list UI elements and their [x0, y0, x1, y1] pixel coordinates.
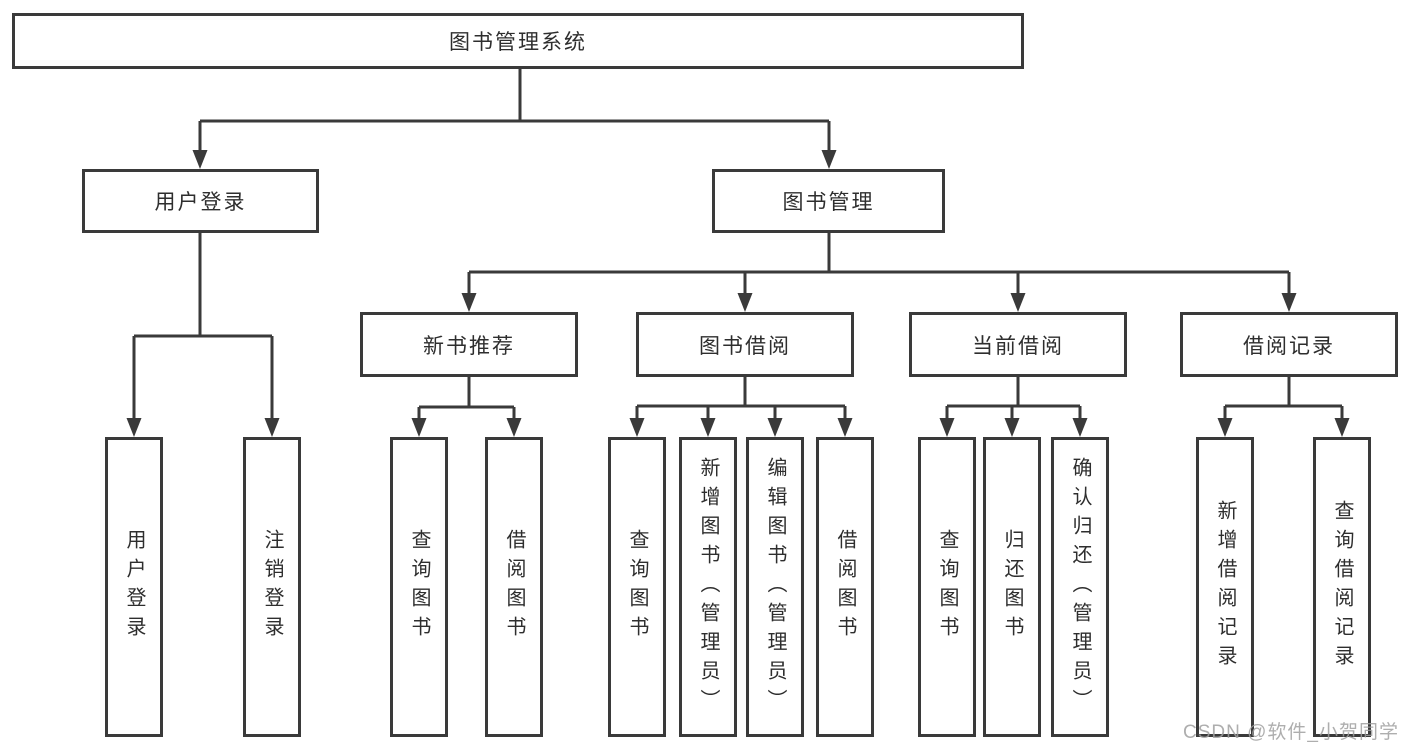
node-current-borrow: 当前借阅 [909, 312, 1127, 377]
node-new-book-recommend: 新书推荐 [360, 312, 578, 377]
arrowhead-leaf-editbook [767, 418, 783, 437]
leaf-user-login: 用户登录 [105, 437, 163, 737]
node-user-login-branch: 用户登录 [82, 169, 319, 233]
leaf-query-books-current: 查询图书 [918, 437, 976, 737]
leaf-borrow-books-borrow: 借阅图书 [816, 437, 874, 737]
leaf-return-book: 归还图书 [983, 437, 1041, 737]
node-book-borrow: 图书借阅 [636, 312, 854, 377]
leaf-edit-book-admin: 编辑图书（管理员） [746, 437, 804, 737]
node-user-login-branch-label: 用户登录 [154, 191, 247, 214]
arrowhead-leaf-addbook [700, 418, 716, 437]
arrowhead-leaf-query3 [939, 418, 955, 437]
node-root-label: 图书管理系统 [449, 31, 587, 54]
arrowhead-leaf-query-record [1334, 418, 1350, 437]
arrowhead-leaf-borrow1 [506, 418, 522, 437]
arrowhead-borrow-records [1281, 293, 1297, 312]
node-book-mgmt-branch: 图书管理 [712, 169, 945, 233]
leaf-query-books-recommend: 查询图书 [390, 437, 448, 737]
arrowhead-leaf-borrow2 [837, 418, 853, 437]
arrowhead-leaf-query2 [629, 418, 645, 437]
node-book-mgmt-branch-label: 图书管理 [782, 191, 875, 214]
node-current-borrow-label: 当前借阅 [972, 334, 1064, 358]
node-borrow-records: 借阅记录 [1180, 312, 1398, 377]
node-root-system: 图书管理系统 [12, 13, 1024, 69]
arrowhead-book-mgmt [821, 150, 837, 169]
arrowhead-leaf-user-login [126, 418, 142, 437]
leaf-add-borrow-record: 新增借阅记录 [1196, 437, 1254, 737]
node-borrow-records-label: 借阅记录 [1243, 334, 1335, 358]
leaf-query-books-borrow: 查询图书 [608, 437, 666, 737]
arrowhead-leaf-query1 [411, 418, 427, 437]
arrowhead-book-borrow [737, 293, 753, 312]
arrowhead-leaf-confirm-return [1072, 418, 1088, 437]
arrowhead-leaf-logout [264, 418, 280, 437]
leaf-query-borrow-record: 查询借阅记录 [1313, 437, 1371, 737]
arrowhead-user-login [192, 150, 208, 169]
arrowhead-leaf-add-record [1217, 418, 1233, 437]
leaf-add-book-admin: 新增图书（管理员） [679, 437, 737, 737]
arrowhead-leaf-return [1004, 418, 1020, 437]
csdn-watermark: CSDN @软件_小贺同学 [1183, 722, 1399, 743]
leaf-confirm-return-admin: 确认归还（管理员） [1051, 437, 1109, 737]
node-new-book-recommend-label: 新书推荐 [423, 334, 515, 358]
arrowhead-current-borrow [1010, 293, 1026, 312]
leaf-logout: 注销登录 [243, 437, 301, 737]
node-book-borrow-label: 图书借阅 [699, 334, 791, 358]
leaf-borrow-books-recommend: 借阅图书 [485, 437, 543, 737]
arrowhead-new-book [461, 293, 477, 312]
